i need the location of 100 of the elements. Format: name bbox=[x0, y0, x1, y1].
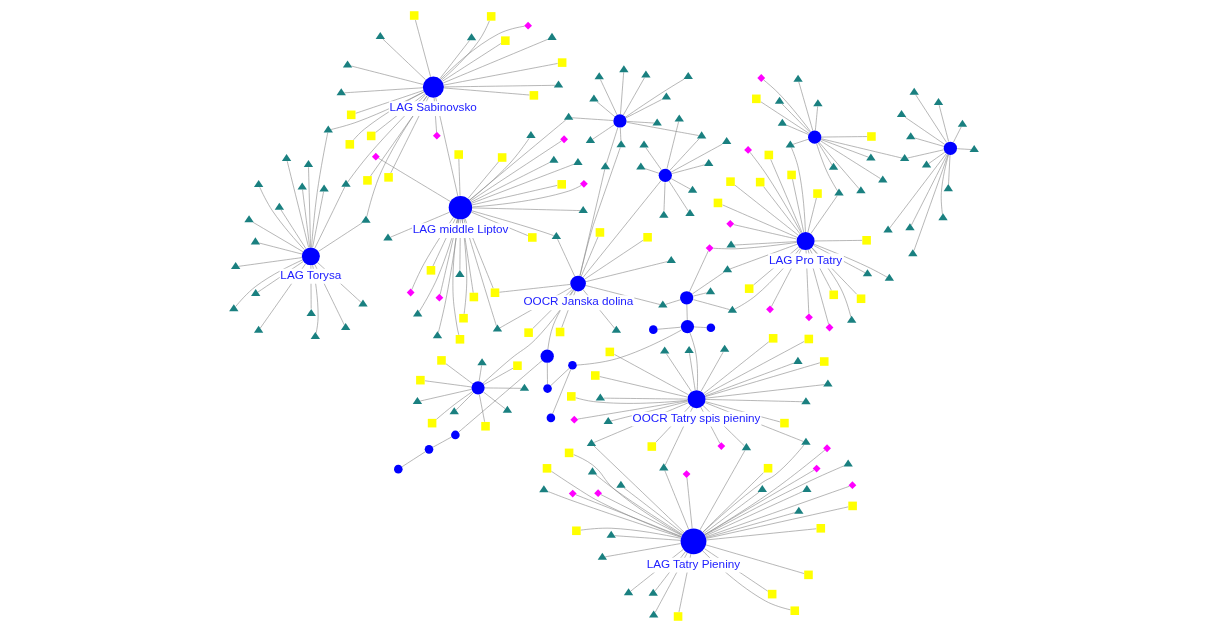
connector bbox=[552, 369, 572, 414]
connector bbox=[670, 143, 723, 173]
node-triangle bbox=[358, 299, 368, 307]
connector bbox=[791, 147, 806, 233]
node-diamond bbox=[406, 288, 415, 297]
node-circle bbox=[943, 141, 957, 155]
node-triangle bbox=[623, 588, 634, 596]
node-square bbox=[384, 173, 393, 182]
connector bbox=[820, 140, 881, 179]
node-triangle bbox=[933, 97, 944, 105]
node-square bbox=[767, 589, 777, 599]
connector bbox=[312, 191, 324, 248]
node-triangle bbox=[253, 325, 264, 333]
node-triangle bbox=[823, 379, 833, 387]
connector bbox=[571, 117, 614, 121]
connector bbox=[820, 138, 903, 159]
node-triangle bbox=[432, 331, 443, 339]
connector bbox=[596, 101, 615, 117]
connector bbox=[625, 78, 685, 118]
connector bbox=[665, 299, 681, 305]
connector bbox=[557, 238, 576, 277]
connector bbox=[786, 124, 809, 135]
connector bbox=[938, 104, 949, 142]
connector bbox=[814, 240, 863, 242]
connector bbox=[644, 168, 660, 174]
connector bbox=[689, 250, 709, 292]
connector bbox=[439, 40, 470, 80]
node-triangle bbox=[843, 459, 853, 467]
node-triangle bbox=[611, 325, 622, 333]
node-square bbox=[867, 132, 876, 141]
node-triangle bbox=[704, 159, 714, 167]
connector bbox=[469, 119, 567, 201]
connector bbox=[668, 180, 689, 212]
node-triangle bbox=[573, 158, 583, 165]
node-triangle bbox=[659, 210, 669, 218]
connector bbox=[729, 243, 798, 270]
connector bbox=[914, 137, 945, 147]
connector bbox=[763, 79, 811, 132]
node-square bbox=[567, 392, 576, 401]
node-triangle bbox=[847, 315, 857, 323]
connector bbox=[600, 79, 618, 116]
node-square bbox=[409, 11, 419, 20]
connector bbox=[733, 241, 797, 246]
node-circle bbox=[613, 114, 627, 128]
node-triangle bbox=[251, 288, 261, 296]
node-triangle bbox=[413, 309, 423, 317]
connector bbox=[600, 494, 683, 536]
node-triangle bbox=[722, 137, 732, 145]
node-square bbox=[813, 189, 822, 198]
connector bbox=[820, 139, 869, 158]
node-triangle bbox=[606, 530, 616, 538]
node-square bbox=[673, 612, 683, 621]
node-triangle bbox=[553, 80, 564, 88]
connector bbox=[693, 326, 707, 328]
connector bbox=[311, 132, 329, 248]
connector bbox=[815, 106, 818, 131]
node-triangle bbox=[229, 304, 239, 312]
connector bbox=[704, 341, 805, 396]
connector bbox=[280, 209, 307, 249]
connector bbox=[664, 470, 689, 530]
connector bbox=[692, 271, 725, 295]
node-square bbox=[713, 198, 723, 208]
node-square bbox=[529, 91, 539, 100]
connector bbox=[792, 138, 809, 145]
connector bbox=[286, 160, 309, 248]
connector bbox=[781, 103, 811, 133]
connector bbox=[770, 159, 803, 233]
connector bbox=[443, 87, 530, 96]
connector bbox=[484, 387, 522, 389]
node-circle bbox=[540, 349, 554, 363]
node-triangle bbox=[757, 485, 767, 493]
node-triangle bbox=[905, 223, 915, 231]
node-square bbox=[459, 313, 468, 323]
node-circle bbox=[808, 130, 822, 144]
connector bbox=[238, 257, 303, 267]
connector bbox=[940, 154, 949, 215]
connector bbox=[432, 436, 452, 448]
node-diamond bbox=[568, 489, 577, 498]
node-triangle bbox=[908, 249, 918, 257]
node-triangle bbox=[794, 506, 804, 514]
connector bbox=[702, 444, 805, 533]
connector bbox=[669, 138, 700, 171]
connector bbox=[623, 487, 684, 534]
node-triangle bbox=[658, 300, 668, 308]
connector bbox=[470, 140, 562, 202]
connector bbox=[798, 81, 814, 132]
connector bbox=[483, 391, 506, 409]
node-triangle bbox=[585, 136, 596, 144]
connector bbox=[259, 187, 305, 250]
node-square bbox=[862, 236, 871, 245]
connector bbox=[704, 449, 826, 535]
node-square bbox=[555, 327, 565, 337]
node-triangle bbox=[674, 114, 684, 122]
node-triangle bbox=[884, 273, 895, 281]
connector bbox=[907, 149, 945, 159]
connector bbox=[792, 178, 805, 233]
node-square bbox=[437, 356, 446, 365]
node-triangle bbox=[793, 74, 803, 82]
connector bbox=[722, 204, 798, 238]
node-square bbox=[856, 294, 866, 304]
